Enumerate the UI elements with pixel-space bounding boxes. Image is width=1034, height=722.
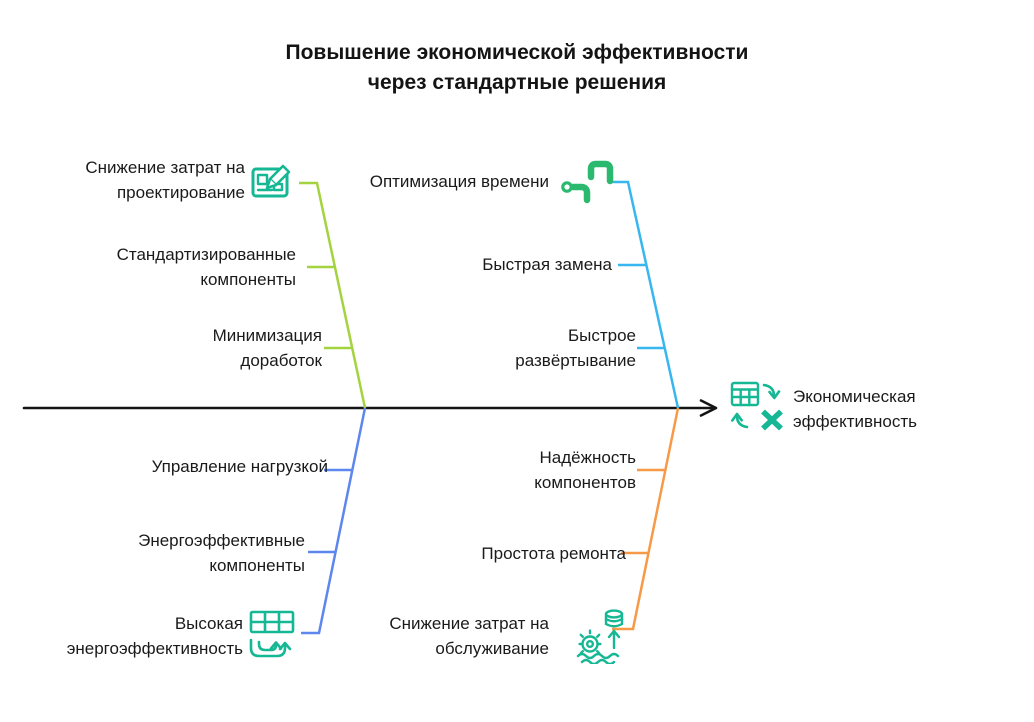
gear-coins-waves-icon	[576, 609, 624, 664]
cause-label-component-reliability: Надёжность компонентов	[534, 448, 636, 492]
branch-line-design	[299, 181, 367, 409]
branch-energy-lines	[301, 407, 367, 635]
cause-label-fast-replacement: Быстрая замена	[482, 255, 612, 274]
branch-line-time	[610, 180, 680, 409]
effect-label: Экономическая эффективность	[793, 387, 918, 431]
branch-label-design: Снижение затрат на проектирование	[85, 158, 245, 202]
cause-label-load-management: Управление нагрузкой	[151, 457, 328, 476]
cause-label-fast-deployment: Быстрое развёртывание	[515, 326, 636, 370]
cause-label-standardized-components: Стандартизированные компоненты	[116, 245, 296, 289]
workflow-pipes-icon	[561, 160, 614, 204]
branch-label-maintenance: Снижение затрат на обслуживание	[389, 614, 549, 658]
spine-group	[22, 399, 718, 417]
branch-label-time: Оптимизация времени	[369, 172, 549, 191]
table-loop-arrows-icon	[249, 610, 295, 658]
diagram-title: Повышение экономической эффективности че…	[285, 41, 749, 94]
branch-design-lines	[299, 181, 367, 409]
blueprint-pencil-icon	[251, 164, 291, 198]
cause-label-minimize-rework: Минимизация доработок	[212, 326, 322, 370]
branch-line-energy	[301, 407, 367, 635]
branch-label-energy: Высокая энергоэффективность	[66, 614, 243, 658]
branch-maintenance-lines	[612, 407, 680, 631]
table-exchange-icon	[730, 381, 783, 431]
branch-time-lines	[610, 180, 680, 409]
spine-arrowhead-icon	[699, 399, 718, 417]
cause-label-energy-components: Энергоэффективные компоненты	[138, 531, 305, 575]
cause-label-repair-simplicity: Простота ремонта	[481, 544, 626, 563]
branch-line-maintenance	[612, 407, 680, 631]
